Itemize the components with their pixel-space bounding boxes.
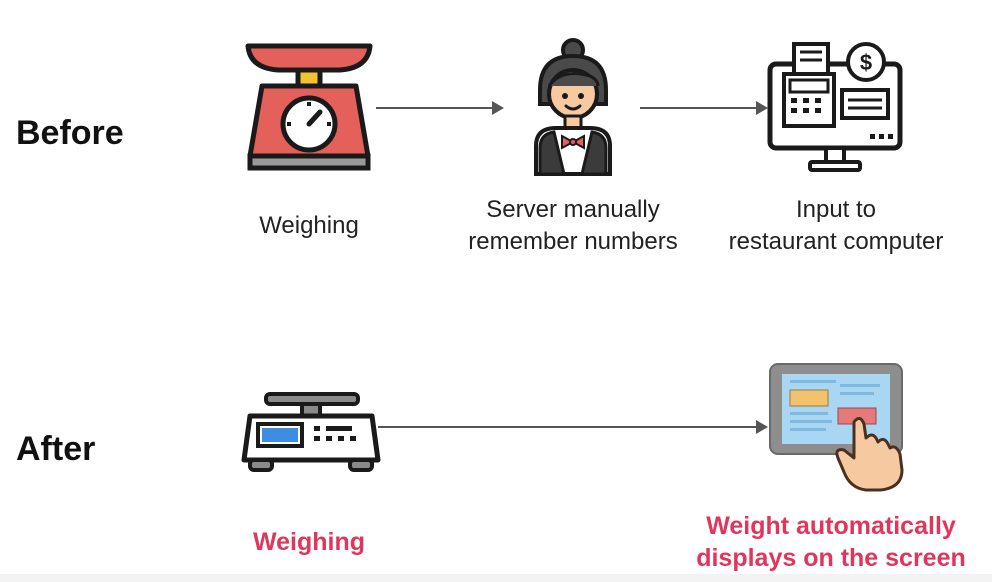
tablet-caption: Weight automatically displays on the scr… (684, 510, 978, 574)
arrow-scale-to-server (376, 101, 504, 115)
before-weighing-caption: Weighing (259, 212, 359, 239)
bottom-strip (0, 574, 992, 582)
svg-text:$: $ (860, 50, 872, 75)
server-caption-line-1: Server manually (486, 196, 660, 223)
server-caption: Server manually remember numbers (448, 194, 698, 258)
computer-caption-line-1: Input to (795, 196, 877, 223)
tablet-caption-line-1: Weight automatically (706, 512, 956, 540)
digital-scale-icon (241, 392, 381, 472)
arrow-scale-to-tablet (378, 420, 768, 434)
server-waitress-icon (534, 38, 612, 176)
computer-caption-line-2: restaurant computer (728, 228, 944, 255)
after-label: After (16, 430, 96, 468)
kitchen-scale-icon (245, 43, 373, 171)
tablet-caption-line-2: displays on the screen (696, 544, 966, 572)
after-weighing-caption: Weighing (252, 528, 366, 556)
tablet-touch-icon (769, 363, 904, 492)
computer-caption: Input to restaurant computer (708, 194, 964, 258)
server-caption-line-2: remember numbers (468, 228, 678, 255)
cash-register-computer-icon: $ (767, 42, 903, 172)
before-label: Before (16, 114, 124, 152)
arrow-server-to-computer (640, 101, 768, 115)
